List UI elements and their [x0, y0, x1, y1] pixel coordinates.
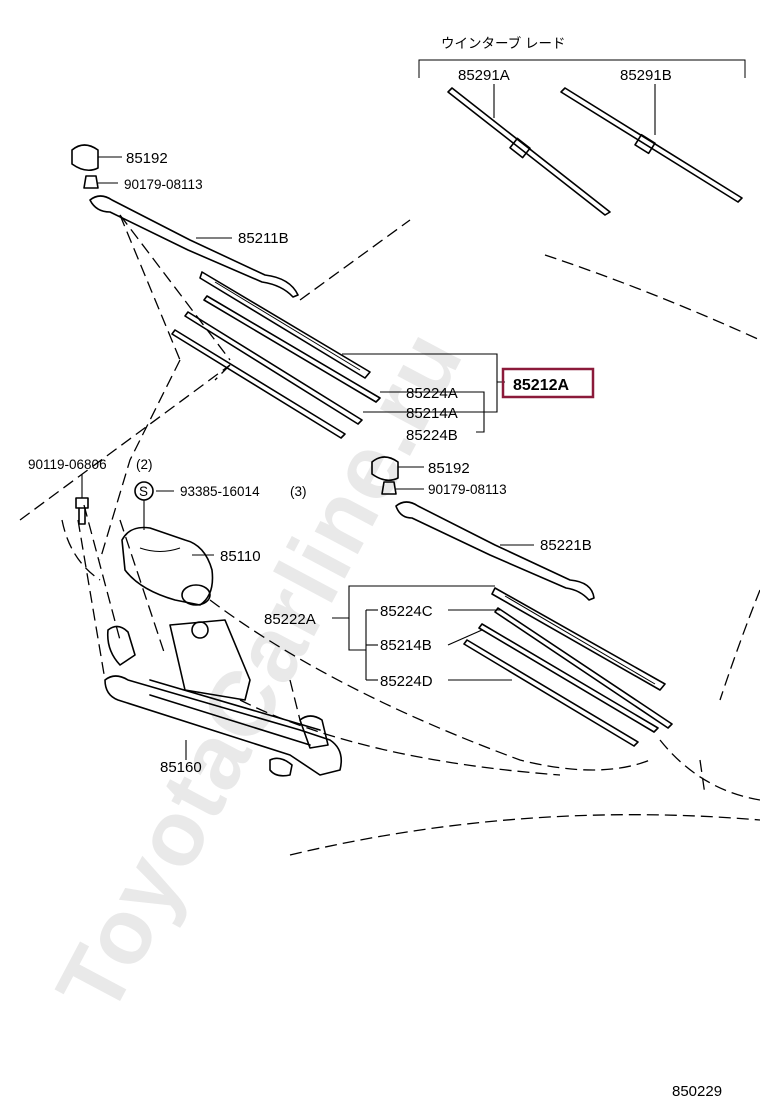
label-85211b: 85211B — [238, 230, 289, 247]
label-90179-top: 90179-08113 — [124, 177, 203, 192]
label-85192-top: 85192 — [126, 150, 168, 167]
label-85192-right: 85192 — [428, 460, 470, 477]
screw-symbol: S — [139, 484, 148, 499]
pivot-cap-right-icon — [371, 456, 399, 482]
linkage-group: 85160 — [104, 619, 343, 777]
label-85291a: 85291A — [458, 67, 510, 84]
label-90119: 90119-06806 — [28, 457, 107, 472]
wiper-blade-85212a — [199, 271, 371, 379]
nut-icon — [83, 175, 99, 189]
rubber-85214b — [478, 623, 659, 733]
rubber-85224b — [171, 329, 346, 439]
diagram-code: 850229 — [672, 1083, 722, 1100]
label-93385-qty: (3) — [290, 484, 307, 499]
label-85212a[interactable]: 85212A — [513, 377, 569, 394]
pivot-cap-icon — [71, 144, 99, 172]
rubber-85214a — [184, 311, 363, 425]
label-93385: 93385-16014 — [180, 484, 260, 499]
right-wiper-group: 85192 90179-08113 85221B 85222A 85224C 8… — [264, 456, 673, 747]
label-85214b: 85214B — [380, 637, 432, 654]
nut-right-icon — [381, 481, 397, 495]
rubber-85224c — [494, 607, 673, 729]
label-85214a: 85214A — [406, 405, 458, 422]
bolt-icon — [75, 497, 89, 509]
wiper-blade-85222a — [491, 587, 666, 691]
motor-group: 90119-06806 (2) S 93385-16014 (3) 85110 — [28, 457, 307, 606]
wiper-motor-85110 — [121, 526, 214, 606]
rubber-85224a — [203, 295, 381, 403]
winter-blade-b — [560, 87, 743, 203]
wiper-linkage-85160 — [104, 675, 343, 776]
label-85224c: 85224C — [380, 603, 433, 620]
winter-blade-header: ウインターブ レード — [441, 35, 565, 51]
highlight-box-85212a — [501, 367, 595, 399]
label-85110: 85110 — [220, 548, 261, 565]
wiper-arm-85211b — [89, 195, 299, 298]
vehicle-outline — [19, 214, 760, 856]
label-90119-qty: (2) — [136, 457, 153, 472]
label-85221b: 85221B — [540, 537, 592, 554]
label-85224d: 85224D — [380, 673, 433, 690]
left-wiper-group: 85192 90179-08113 85211B 85224A 85214A 8… — [71, 144, 595, 444]
label-85224a: 85224A — [406, 385, 458, 402]
label-85291b: 85291B — [620, 67, 672, 84]
label-85224b: 85224B — [406, 427, 458, 444]
label-90179-right: 90179-08113 — [428, 482, 507, 497]
winter-blade-group: ウインターブ レード 85291A 85291B — [418, 35, 746, 216]
wiper-arm-85221b — [395, 501, 595, 601]
rubber-85224d — [463, 639, 639, 747]
winter-blade-a — [447, 87, 611, 216]
label-85222a: 85222A — [264, 611, 316, 628]
label-85160: 85160 — [160, 759, 202, 776]
